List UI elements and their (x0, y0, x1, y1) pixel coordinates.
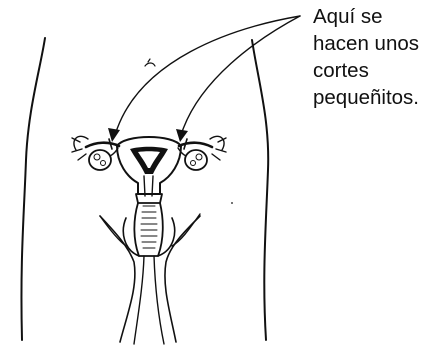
body-outline-left (21, 38, 45, 340)
navel-mark (145, 59, 155, 66)
ovary-right (178, 148, 207, 170)
leg-line-right (165, 216, 200, 342)
arrow-left (116, 16, 300, 132)
leg-line-left (100, 216, 135, 342)
body-outline-right (252, 40, 268, 340)
caption-line-1: Aquí se (313, 3, 433, 30)
arrow-right (182, 16, 300, 132)
ovary-left (89, 148, 118, 170)
fallopian-tube-left (86, 143, 119, 147)
inner-leg-line-right (154, 256, 164, 344)
caption-line-2: hacen unos (313, 30, 433, 57)
caption-line-3: cortes (313, 57, 433, 84)
caption-line-4: pequeñitos. (313, 84, 433, 111)
fallopian-tube-right (179, 143, 212, 147)
stray-dot (231, 202, 233, 204)
caption: Aquí se hacen unos cortes pequeñitos. (313, 3, 433, 111)
uterus (117, 137, 181, 203)
vagina (100, 203, 200, 256)
